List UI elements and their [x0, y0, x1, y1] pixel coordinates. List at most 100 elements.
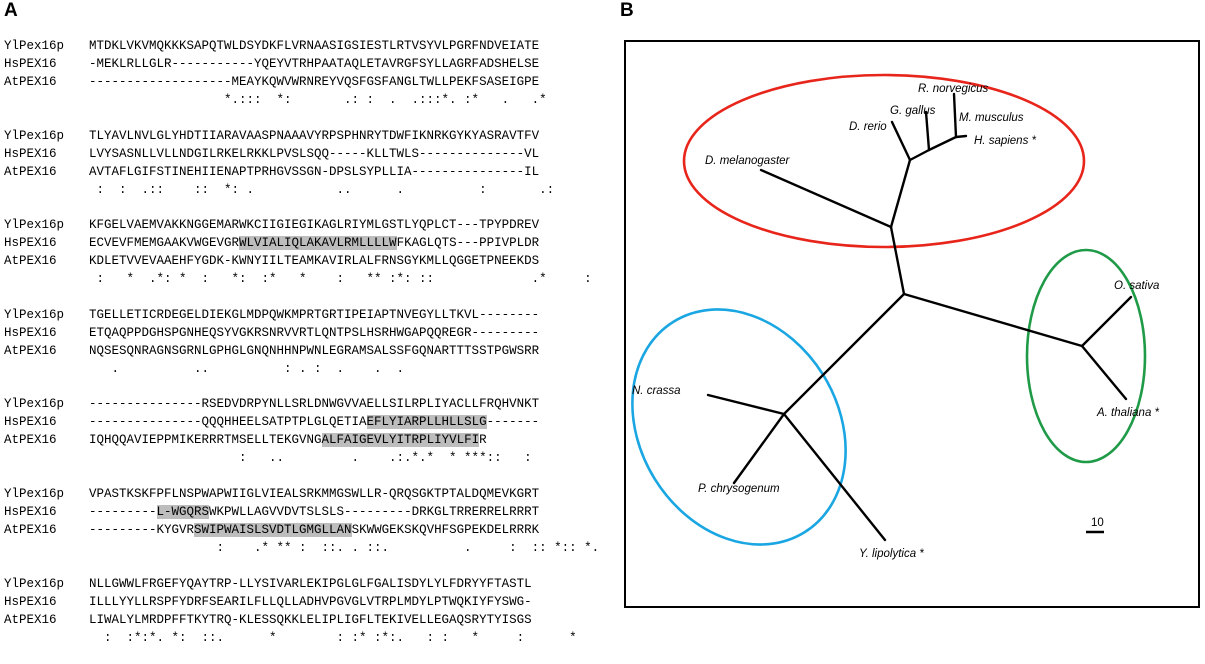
- consensus-row: . .. : . : . . .: [4, 360, 616, 378]
- alignment-row: YlPex16p KFGELVAEMVAKKNGGEMARWKCIIGIEGIKA…: [4, 216, 616, 234]
- tree-branch: [927, 135, 958, 152]
- sequence-segment: MTDKLVKVMQKKKSAPQTWLDSYDKFLVRNAASIGSIEST…: [89, 39, 540, 53]
- sequence-name: YlPex16p: [4, 397, 65, 412]
- sequence-residues: NLLGWWLFRGEFYQAYTRP-LLYSIVARLEKIPGLGLFGA…: [89, 575, 532, 593]
- sequence-name: YlPex16p: [4, 576, 65, 591]
- sequence-name: HsPEX16: [4, 146, 57, 161]
- tree-branch: [732, 412, 786, 485]
- sequence-residues: -MEKLRLLGLR-----------YQEYVTRHPAATAQLETA…: [89, 55, 539, 73]
- sequence-segment: TLYAVLNVLGLYHDTIIARAVAASPNAAAVYRPSPHNRYT…: [89, 128, 540, 143]
- sequence-residues: IQHQQAVIEPPMIKERRRTMSELLTEKGVNGALFAIGEVL…: [89, 431, 487, 449]
- sequence-residues: ---------------RSEDVDRPYNLLSRLDNWGVVAELL…: [89, 395, 539, 413]
- sequence-segment: AVTAFLGIFSTINEHIIENAPTPRHGVSSGN-DPSLSYPL…: [89, 164, 540, 179]
- sequence-segment: NQSESQNRAGNSGRNLGPHGLGNQNHHNPWNLEGRAMSAL…: [89, 343, 540, 358]
- sequence-name: HsPEX16: [4, 594, 57, 609]
- sequence-name: YlPex16p: [4, 307, 65, 322]
- consensus-symbols: : * .*: * : *: :* * : ** :*: :: .* :: [89, 272, 592, 287]
- transmembrane-highlight: EFLYIARPLLHLLSLG: [366, 415, 487, 430]
- sequence-name: AtPEX16: [4, 75, 57, 89]
- sequence-name: YlPex16p: [4, 486, 65, 501]
- sequence-residues: TGELLETICRDEGELDIEKGLMDPQWKMPRTGRTIPEIAP…: [89, 306, 539, 324]
- tree-branch: [706, 393, 786, 416]
- consensus-symbols: . .. : . : . . .: [89, 361, 405, 376]
- sequence-name: YlPex16p: [4, 39, 65, 53]
- sequence-name: AtPEX16: [4, 343, 57, 358]
- sequence-segment: IQHQQAVIEPPMIKERRRTMSELLTEKGVNG: [89, 433, 322, 448]
- tree-branch: [782, 412, 887, 542]
- alignment-row: HsPEX16 ECVEVFMEMGAAKVWGEVGRWLVIALIQLAKAV…: [4, 234, 616, 252]
- sequence-name: HsPEX16: [4, 504, 57, 519]
- sequence-residues: KFGELVAEMVAKKNGGEMARWKCIIGIEGIKAGLRIYMLG…: [89, 216, 539, 234]
- alignment-row: AtPEX16 NQSESQNRAGNSGRNLGPHGLGNQNHHNPWNLE…: [4, 342, 616, 360]
- sequence-segment: NLLGWWLFRGEFYQAYTRP-LLYSIVARLEKIPGLGLFGA…: [89, 576, 532, 591]
- sequence-residues: ECVEVFMEMGAAKVWGEVGRWLVIALIQLAKAVLRMLLLL…: [89, 234, 539, 252]
- consensus-symbols: : : .:: :: *: . .. . : .:: [89, 182, 555, 197]
- tree-branch: [924, 110, 931, 152]
- sequence-segment: ETQAQPPDGHSPGNHEQSYVGKRSNRVVRTLQNTPSLHSR…: [89, 325, 540, 340]
- alignment-row: YlPex16p ---------------RSEDVDRPYNLLSRLDN…: [4, 395, 616, 413]
- sequence-segment: FKAGLQTS---PPIVPLDR: [396, 236, 540, 251]
- alignment-block: YlPex16p VPASTKSKFPFLNSPWAPWIIGLVIEALSRKM…: [4, 485, 616, 557]
- alignment-row: YlPex16p NLLGWWLFRGEFYQAYTRP-LLYSIVARLEKI…: [4, 575, 616, 593]
- sequence-segment: ---------------RSEDVDRPYNLLSRLDNWGVVAELL…: [89, 397, 540, 412]
- sequence-segment: LIWALYLMRDPFFTKYTRQ-KLESSQKKLELIPLIGFLTE…: [89, 612, 532, 627]
- alignment-row: AtPEX16 ---------KYGVRSWIPWAISLSVDTLGMGLL…: [4, 521, 616, 539]
- transmembrane-highlight: WLVIALIQLAKAVLRMLLLLW: [239, 236, 397, 251]
- sequence-name: AtPEX16: [4, 433, 57, 448]
- sequence-segment: ECVEVFMEMGAAKVWGEVGR: [89, 236, 240, 251]
- alignment-row: HsPEX16 ETQAQPPDGHSPGNHEQSYVGKRSNRVVRTLQN…: [4, 324, 616, 342]
- sequence-name: HsPEX16: [4, 57, 57, 71]
- species-label-h-sapiens: H. sapiens *: [974, 135, 1037, 147]
- alignment-row: AtPEX16 IQHQQAVIEPPMIKERRRTMSELLTEKGVNGAL…: [4, 431, 616, 449]
- sequence-name: HsPEX16: [4, 236, 57, 251]
- alignment-row: HsPEX16---------------QQQHHEELSATPTPLGLQ…: [4, 413, 616, 431]
- sequence-name: AtPEX16: [4, 254, 57, 269]
- alignment-row: HsPEX16 -MEKLRLLGLR-----------YQEYVTRHPAA…: [4, 55, 616, 73]
- sequence-residues: ---------KYGVRSWIPWAISLSVDTLGMGLLANSKWWG…: [89, 521, 539, 539]
- alignment-row: YlPex16p VPASTKSKFPFLNSPWAPWIIGLVIEALSRKM…: [4, 485, 616, 503]
- tree-branch: [782, 292, 906, 416]
- sequence-name: HsPEX16: [4, 325, 57, 340]
- sequence-segment: KFGELVAEMVAKKNGGEMARWKCIIGIEGIKAGLRIYMLG…: [89, 218, 540, 233]
- alignment-block: YlPex16p TGELLETICRDEGELDIEKGLMDPQWKMPRTG…: [4, 306, 616, 378]
- sequence-residues: ---------L-WGQRSWKPWLLAGVVDVTSLSLS------…: [89, 503, 539, 521]
- panel-label-b: B: [620, 0, 634, 21]
- alignment-block: YlPex16p KFGELVAEMVAKKNGGEMARWKCIIGIEGIKA…: [4, 216, 616, 288]
- sequence-residues: ETQAQPPDGHSPGNHEQSYVGKRSNRVVRTLQNTPSLHSR…: [89, 324, 539, 342]
- tree-branch: [954, 134, 968, 139]
- tree-branch: [890, 120, 912, 162]
- consensus-symbols: : .* ** : ::. . ::. . : :: *:: *.: [89, 540, 600, 555]
- consensus-row: *.::: *: .: : . .:::*. :* . .*: [4, 91, 616, 109]
- species-label-d-rerio: D. rerio: [849, 121, 887, 133]
- species-label-r-norvegicus: R. norvegicus: [918, 83, 989, 95]
- tree-branch: [1080, 295, 1133, 348]
- consensus-symbols: : :*:*. *: ::. * : :* :*:. : : * : *: [89, 630, 577, 645]
- cluster-ellipse-plants: [1025, 248, 1147, 464]
- sequence-segment: VPASTKSKFPFLNSPWAPWIIGLVIEALSRKMMGSWLLR-…: [89, 486, 540, 501]
- transmembrane-highlight: SWIPWAISLSVDTLGMGLLAN: [194, 522, 352, 537]
- species-label-y-lipolytica: Y. lipolytica *: [859, 548, 924, 560]
- sequence-name: AtPEX16: [4, 522, 57, 537]
- sequence-name: YlPex16p: [4, 218, 65, 233]
- sequence-residues: LIWALYLMRDPFFTKYTRQ-KLESSQKKLELIPLIGFLTE…: [89, 611, 532, 629]
- tree-branch: [1080, 344, 1128, 401]
- sequence-residues: KDLETVVEVAAEHFYGDK-KWNYIILTEAMKAVIRLALFR…: [89, 252, 539, 270]
- species-label-d-melanogaster: D. melanogaster: [705, 155, 791, 167]
- alignment-block: YlPex16p ---------------RSEDVDRPYNLLSRLDN…: [4, 395, 616, 467]
- consensus-row: : .. . .:.*.* * ***:: :: [4, 449, 616, 467]
- panel-label-a: A: [4, 0, 18, 21]
- alignment-row: YlPex16p MTDKLVKVMQKKKSAPQTWLDSYDKFLVRNAA…: [4, 37, 616, 55]
- sequence-segment: -------: [486, 415, 540, 430]
- scale-bar-label: 10: [1091, 517, 1104, 529]
- tree-branch: [889, 225, 906, 296]
- tree-branch: [889, 158, 912, 229]
- cluster-ellipse-animals: [682, 73, 1086, 249]
- species-label-p-chrysogenum: P. chrysogenum: [698, 483, 780, 495]
